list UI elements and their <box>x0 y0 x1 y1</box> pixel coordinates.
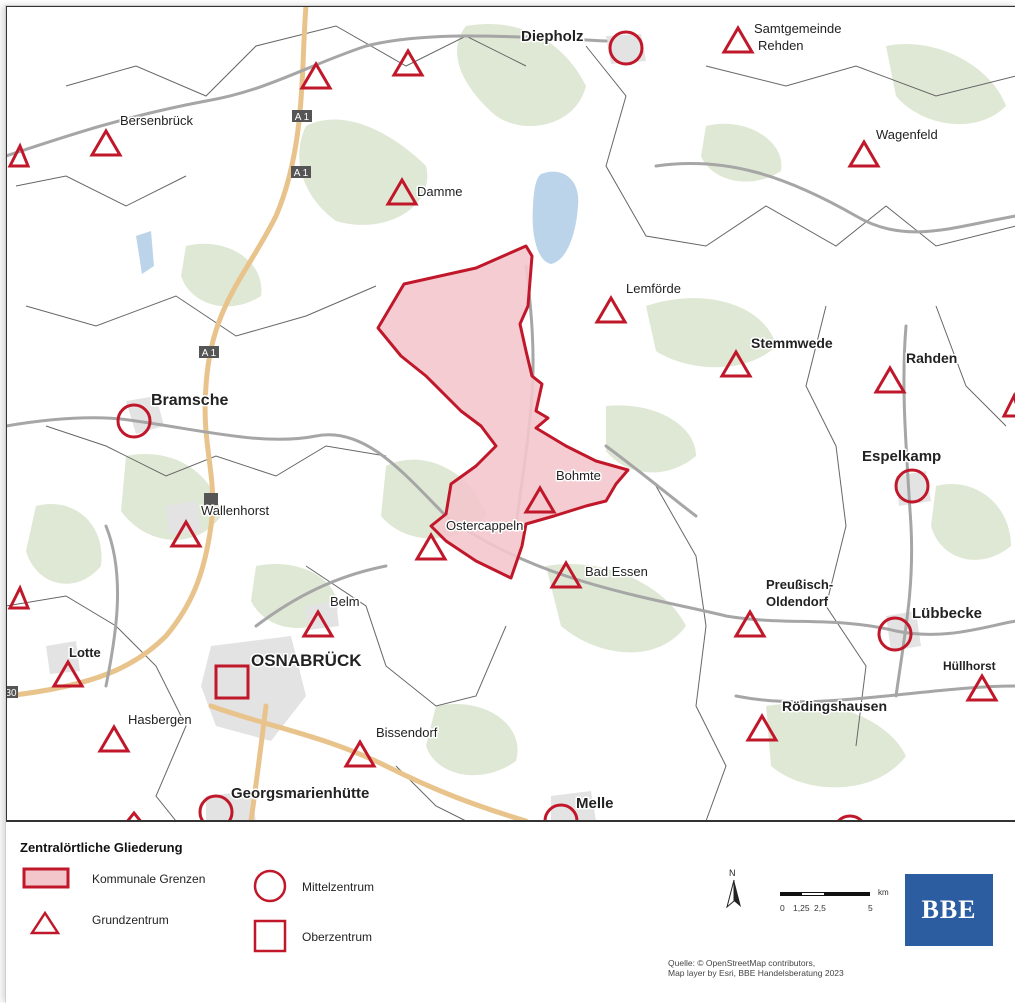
legend-circle-icon <box>252 868 288 904</box>
legend-label-mittelzentrum: Mittelzentrum <box>302 880 374 894</box>
north-arrow-icon <box>724 879 744 909</box>
label-diepholz: Diepholz <box>521 28 584 45</box>
label-osnabrueck: OSNABRÜCK <box>251 651 362 670</box>
credit-line-2: Map layer by Esri, BBE Handelsberatung 2… <box>668 968 928 978</box>
label-roedingshausen: Rödingshausen <box>782 698 887 714</box>
road-label-a1: A 1 <box>295 112 310 123</box>
label-wagenfeld: Wagenfeld <box>876 127 938 142</box>
label-luebbecke: Lübbecke <box>912 605 982 622</box>
map-credits: Quelle: © OpenStreetMap contributors, Ma… <box>668 958 928 978</box>
label-preussisch-line2: Oldendorf <box>766 594 829 609</box>
label-lotte: Lotte <box>69 645 101 660</box>
label-lemfoerde: Lemförde <box>626 281 681 296</box>
label-bissendorf: Bissendorf <box>376 725 438 740</box>
label-ostercappeln: Ostercappeln <box>446 518 523 533</box>
legend-title: Zentralörtliche Gliederung <box>20 840 183 855</box>
road-label-a1: A 1 <box>294 168 309 179</box>
label-melle: Melle <box>576 795 614 812</box>
legend-swatch-boundary <box>22 867 72 891</box>
label-belm: Belm <box>330 594 360 609</box>
label-rahden: Rahden <box>906 350 957 366</box>
legend-label-boundary: Kommunale Grenzen <box>92 872 205 886</box>
bbe-logo: BBE <box>905 874 993 946</box>
scale-unit: km <box>878 888 889 897</box>
label-bad-essen: Bad Essen <box>585 564 648 579</box>
label-stemmwede: Stemmwede <box>751 335 833 351</box>
legend-label-oberzentrum: Oberzentrum <box>302 930 372 944</box>
map-canvas: A 1 A 1 A 1 30 <box>6 6 1015 821</box>
scale-bar <box>778 890 878 900</box>
scale-tick-1: 1,25 <box>793 903 810 913</box>
scale-tick-2: 2,5 <box>814 903 826 913</box>
label-rehden-line2: Rehden <box>758 38 804 53</box>
scale-tick-0: 0 <box>780 903 785 913</box>
label-bohmte: Bohmte <box>556 468 601 483</box>
map-figure: A 1 A 1 A 1 30 <box>5 5 1015 1002</box>
label-damme: Damme <box>417 184 463 199</box>
road-label-a30: 30 <box>6 688 17 699</box>
label-bersenbrueck: Bersenbrück <box>120 113 193 128</box>
scale-tick-3: 5 <box>868 903 873 913</box>
label-preussisch-line1: Preußisch- <box>766 577 833 592</box>
north-label: N <box>729 868 736 878</box>
label-espelkamp: Espelkamp <box>862 448 941 465</box>
legend-label-grundzentrum: Grundzentrum <box>92 913 169 927</box>
road-label-a1: A 1 <box>202 348 217 359</box>
label-georgsmarienhuette: Georgsmarienhütte <box>231 785 369 802</box>
credit-line-1: Quelle: © OpenStreetMap contributors, <box>668 958 928 968</box>
label-rehden-line1: Samtgemeinde <box>754 21 841 36</box>
map-legend: Zentralörtliche Gliederung Kommunale Gre… <box>6 821 1015 1003</box>
label-huellhorst: Hüllhorst <box>943 659 996 673</box>
label-wallenhorst: Wallenhorst <box>201 503 270 518</box>
label-hasbergen: Hasbergen <box>128 712 192 727</box>
label-bramsche: Bramsche <box>151 392 228 409</box>
legend-triangle-icon <box>28 910 62 936</box>
legend-square-icon <box>252 918 288 954</box>
